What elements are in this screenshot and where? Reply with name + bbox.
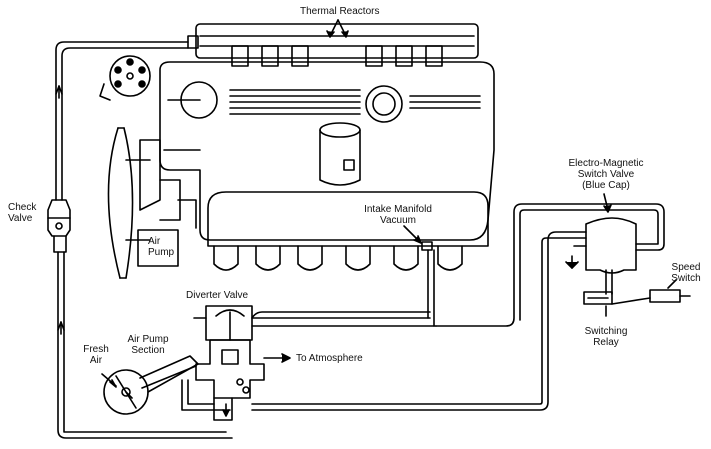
diverter-valve [181,305,437,421]
label-to-atmosphere: To Atmosphere [296,353,363,364]
label-switching-relay-line1: Switching [584,326,628,337]
label-intake-manifold-line1: Intake Manifold [364,204,432,215]
label-intake-manifold-vacuum: Intake Manifold Vacuum [352,204,444,226]
check-valve [47,199,71,253]
thermal-reactor-manifold [187,23,479,67]
label-thermal-reactors: Thermal Reactors [300,6,380,17]
air-pump-section [101,355,199,415]
air-pump [137,139,197,267]
label-switch-valve-line1: Electro-Magnetic [568,158,644,169]
label-air-pump-section: Air Pump Section [118,334,178,356]
thermal-reactors-arrows [326,19,349,38]
label-air-pump-section-line2: Section [131,345,165,356]
label-diverter-valve: Diverter Valve [186,290,249,301]
engine-block [159,61,495,241]
label-air-pump: Air Pump [148,236,174,258]
label-check-valve: Check Valve [8,202,36,224]
air-cleaner [319,122,361,186]
label-intake-manifold-line2: Vacuum [380,215,416,226]
distributor [99,55,151,101]
air-supply-hose [55,41,233,439]
label-speed-switch: Speed Switch [664,262,708,284]
label-fresh-air-line2: Air [89,355,103,366]
label-check-valve-line1: Check [8,202,37,213]
label-air-pump-section-line1: Air Pump [127,334,169,345]
label-switch-valve-line2: Switch Valve [577,169,635,180]
label-electro-magnetic-switch-valve: Electro-Magnetic Switch Valve (Blue Cap) [556,158,656,191]
label-switching-relay-line2: Relay [593,337,619,348]
label-check-valve-line2: Valve [8,213,33,224]
label-speed-switch-line1: Speed [671,262,701,273]
intake-manifold [207,191,489,271]
label-fresh-air-line1: Fresh [83,344,109,355]
label-air-pump-line1: Air [148,236,161,247]
electro-magnetic-switch-valve [565,193,637,295]
label-air-pump-line2: Pump [148,247,175,258]
label-fresh-air: Fresh Air [78,344,114,366]
vacuum-hose [251,203,665,411]
speed-switch [649,279,691,303]
fan [107,127,151,279]
label-switching-relay: Switching Relay [574,326,638,348]
label-speed-switch-line2: Switch [671,273,701,284]
switching-relay [583,291,651,317]
label-switch-valve-line3: (Blue Cap) [582,180,630,191]
